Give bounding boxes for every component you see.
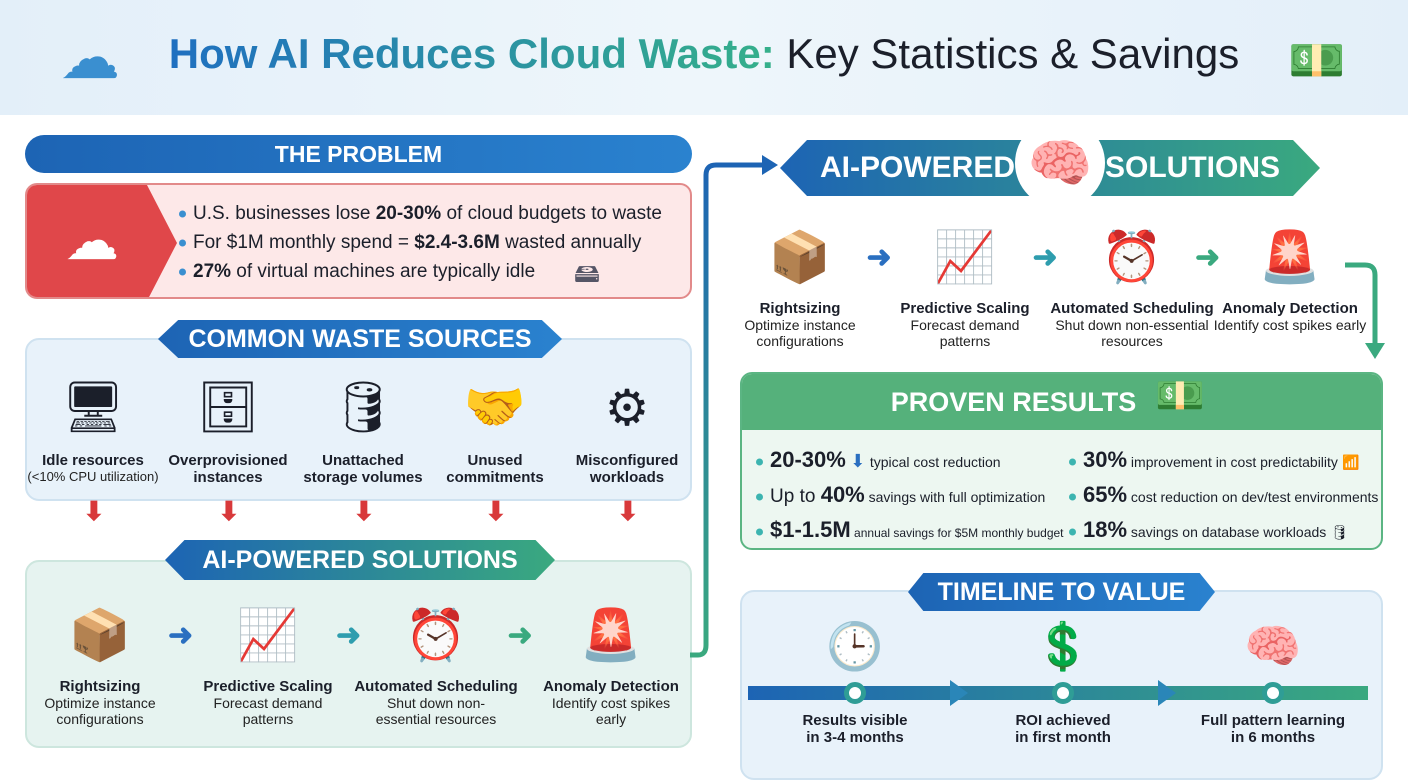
waste-sublabel: workloads — [589, 469, 665, 486]
waste-label: Unused — [467, 452, 523, 469]
solution-description: Shut down non-essential resources — [1055, 317, 1209, 349]
handshake-calendar-icon: 🤝 — [463, 379, 527, 435]
solution-label: Anomaly Detection — [543, 678, 679, 695]
dollar-check-icon: 💲 — [1034, 619, 1092, 672]
result-item: 18% savings on database workloads 🛢 — [1067, 514, 1378, 548]
clock-magnifier-icon: 🕒 — [826, 619, 884, 672]
solution-label: Rightsizing — [759, 300, 841, 317]
solution-description: Forecast demand patterns — [213, 695, 323, 727]
problem-bullet: For $1M monthly spend = $2.4-3.6M wasted… — [177, 228, 662, 257]
solution-label: Automated Scheduling — [354, 678, 518, 695]
waste-label: Idle resources — [42, 452, 144, 469]
bar-chart-icon: 📶 — [1342, 454, 1360, 470]
flow-arrow: ➜ — [1195, 241, 1221, 274]
money-arrow-icon: 💵 — [1155, 373, 1205, 418]
result-item: Up to 40% savings with full optimization — [754, 479, 1064, 514]
timeline-label: Results visible — [802, 712, 908, 729]
solution-description: Identify cost spikes early — [551, 695, 671, 727]
timeline-label: Full pattern learning — [1200, 712, 1346, 729]
database-check-icon: 🛢 — [1330, 524, 1349, 540]
flow-arrow: ➜ — [168, 619, 194, 652]
problem-icon-area — [27, 185, 177, 297]
clock-power-icon: ⏰ — [404, 607, 468, 663]
red-down-arrow: ⬇ — [218, 496, 240, 526]
result-item: 20-30% ⬇ typical cost reduction — [754, 444, 1064, 479]
sleeping-monitor-icon: 🖥 — [61, 379, 125, 435]
problem-box: ☁ U.S. businesses lose 20-30% of cloud b… — [25, 183, 692, 299]
result-item: $1-1.5M annual savings for $5M monthly b… — [754, 514, 1064, 548]
solution-label: Automated Scheduling — [1050, 300, 1214, 317]
server-box-icon: 📦 — [68, 607, 132, 663]
solutions-banner: AI-POWERED SOLUTIONS — [165, 540, 555, 580]
results-header: PROVEN RESULTS — [742, 374, 1381, 430]
timeline-sublabel: in 6 months — [1230, 729, 1316, 746]
timeline-node — [844, 682, 866, 704]
timeline-node — [1052, 682, 1074, 704]
flow-arrow: ➜ — [507, 619, 533, 652]
result-item: 65% cost reduction on dev/test environme… — [1067, 479, 1378, 514]
database-icon: 🛢 — [331, 379, 395, 435]
waste-banner: COMMON WASTE SOURCES — [158, 320, 562, 358]
alarm-graph-icon: 🚨 — [1258, 229, 1322, 285]
timeline-sublabel: in first month — [1015, 729, 1111, 746]
results-box: PROVEN RESULTS 20-30% ⬇ typical cost red… — [740, 372, 1383, 550]
timeline-chevron — [1158, 680, 1176, 706]
timeline-chevron — [950, 680, 968, 706]
header-band — [0, 0, 1408, 115]
down-arrow — [1345, 262, 1385, 359]
solution-description: Optimize instance configurations — [744, 317, 856, 349]
solution-description: Optimize instance configurations — [44, 695, 156, 727]
money-arrow-up-icon: 💵 — [1288, 33, 1346, 86]
alarm-graph-icon: 🚨 — [579, 607, 643, 663]
waste-sublabel: commitments — [446, 469, 544, 486]
problem-bullet: U.S. businesses lose 20-30% of cloud bud… — [177, 199, 662, 228]
clock-power-icon: ⏰ — [1100, 229, 1164, 285]
solution-label: Rightsizing — [59, 678, 141, 695]
waste-sublabel: instances — [193, 469, 263, 486]
sad-cloud-icon: ☁ — [65, 210, 119, 271]
flow-arrow: ➜ — [866, 241, 892, 274]
waste-sublabel: storage volumes — [303, 469, 423, 486]
timeline-node — [1262, 682, 1284, 704]
red-down-arrow: ⬇ — [485, 496, 507, 526]
chart-magnifier-icon: 📈 — [236, 607, 300, 663]
timeline-sublabel: in 3-4 months — [806, 729, 904, 746]
timeline-label: ROI achieved — [1015, 712, 1111, 729]
flow-arrow: ➜ — [336, 619, 362, 652]
waste-panel — [25, 338, 692, 501]
page-title: How AI Reduces Cloud Waste: Key Statisti… — [168, 30, 1240, 77]
red-down-arrow: ⬇ — [617, 496, 639, 526]
timeline-banner: TIMELINE TO VALUE — [908, 573, 1215, 611]
waste-sublabel: (<10% CPU utilization) — [27, 469, 159, 484]
solution-label: Anomaly Detection — [1222, 300, 1358, 317]
gear-wrench-icon: ⚙ — [604, 379, 650, 436]
brain-chart-icon: 🧠 — [1244, 619, 1302, 672]
problem-banner: THE PROBLEM — [25, 135, 692, 173]
problem-bullet: 27% of virtual machines are typically id… — [177, 257, 662, 286]
solution-description: Identify cost spikes early — [1213, 317, 1367, 333]
solution-label: Predictive Scaling — [203, 678, 333, 695]
result-item: 30% improvement in cost predictability 📶 — [1067, 444, 1378, 479]
red-down-arrow: ⬇ — [83, 496, 105, 526]
solution-description: Forecast demand patterns — [910, 317, 1020, 349]
connector-arrow — [690, 155, 778, 658]
chart-magnifier-icon: 📈 — [933, 229, 997, 285]
solution-description: Shut down non-essential resources — [375, 695, 497, 727]
cloud-brain-icon: ☁ — [60, 24, 120, 91]
waste-label: Unattached — [322, 452, 404, 469]
waste-label: Overprovisioned — [168, 452, 288, 469]
server-rack-icon: 🗄 — [196, 379, 260, 435]
server-error-icon: 🖴 — [573, 258, 601, 288]
solution-label: Predictive Scaling — [900, 300, 1030, 317]
server-box-icon: 📦 — [768, 229, 832, 285]
arrow-down-icon: ⬇ — [850, 451, 866, 471]
waste-label: Misconfigured — [575, 452, 679, 469]
red-down-arrow: ⬇ — [353, 496, 375, 526]
flow-arrow: ➜ — [1032, 241, 1058, 274]
brain-circuit-icon: 🧠 — [1015, 118, 1105, 208]
